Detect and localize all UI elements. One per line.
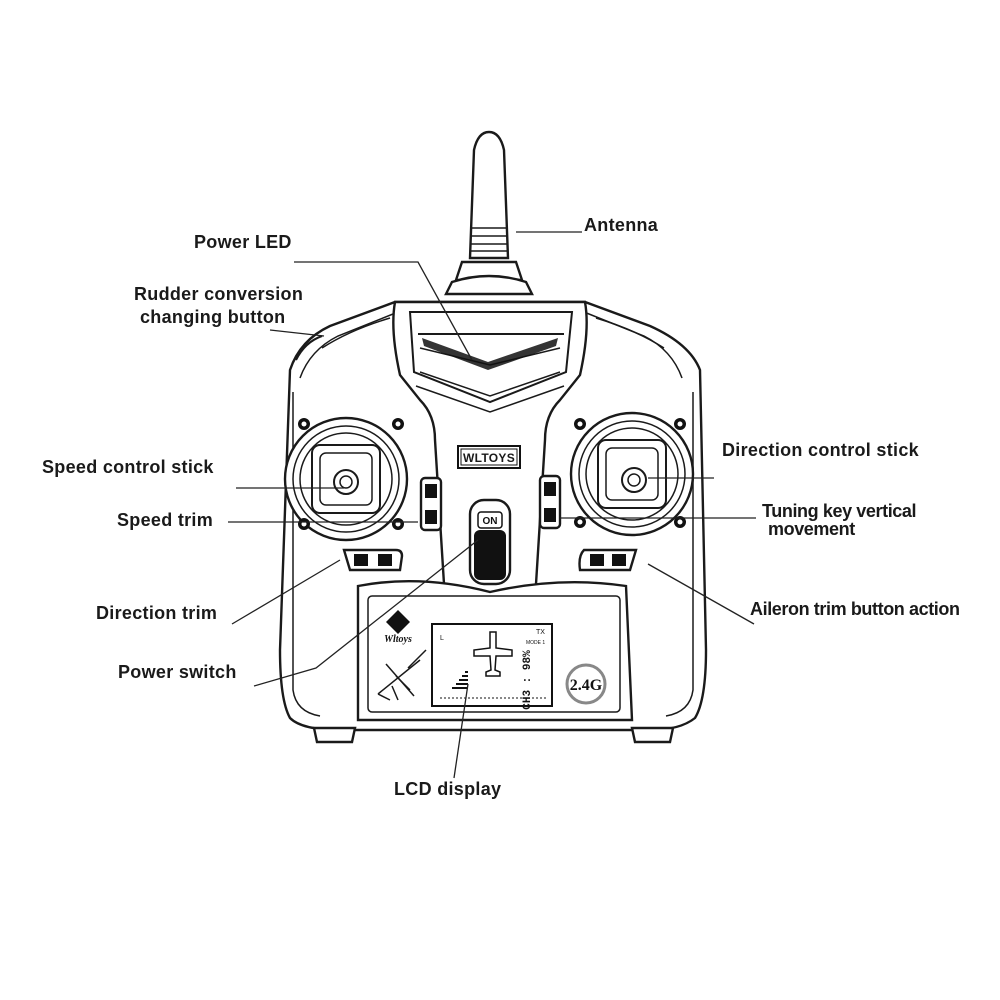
lcd-channel-readout: CH3 : 98%	[522, 650, 534, 710]
wltoys-logo-text: Wltoys	[384, 634, 412, 645]
label-power-switch: Power switch	[118, 662, 237, 682]
lcd-display: TX MODE 1 L CH3 : 98%	[431, 623, 553, 710]
label-tuning-line1: Tuning key vertical	[762, 501, 916, 521]
frequency-badge: 2.4G	[565, 663, 607, 705]
left-gimbal	[283, 416, 409, 542]
label-power-led: Power LED	[194, 232, 292, 252]
speed-trim[interactable]	[419, 476, 443, 532]
power-switch-label: ON	[483, 516, 498, 527]
lcd-tx-label: TX	[536, 629, 545, 636]
label-speed-control-stick: Speed control stick	[42, 457, 214, 477]
leader-lines	[228, 231, 756, 779]
antenna	[444, 130, 534, 296]
aileron-trim-button[interactable]	[578, 548, 638, 572]
label-rudder-line1: Rudder conversion	[134, 284, 303, 304]
wltoys-logo: Wltoys	[384, 610, 412, 645]
label-tuning-line2: movement	[768, 519, 855, 539]
label-direction-control-stick: Direction control stick	[722, 440, 920, 460]
labels: Antenna Power LED Rudder conversion chan…	[42, 215, 960, 799]
brand-badge: WLTOYS	[457, 445, 521, 469]
speed-control-stick[interactable]	[333, 469, 359, 495]
frequency-badge-text: 2.4G	[570, 677, 603, 694]
label-direction-trim: Direction trim	[96, 603, 217, 623]
power-led	[422, 338, 558, 370]
label-lcd-display: LCD display	[394, 779, 501, 799]
lcd-side-letter: L	[440, 635, 444, 642]
tuning-key-vertical[interactable]	[538, 474, 562, 530]
label-antenna: Antenna	[584, 215, 659, 235]
lcd-mode-label: MODE 1	[526, 640, 545, 646]
direction-control-stick[interactable]	[621, 467, 647, 493]
lcd-plane-icon	[473, 631, 513, 677]
airplane-graphic	[377, 649, 427, 701]
label-aileron-trim: Aileron trim button action	[750, 599, 960, 619]
label-rudder-line2: changing button	[140, 307, 285, 327]
brand-badge-text: WLTOYS	[463, 451, 515, 465]
power-switch[interactable]: ON	[468, 498, 512, 586]
direction-trim[interactable]	[342, 548, 404, 572]
label-speed-trim: Speed trim	[117, 510, 213, 530]
lcd-bar-graph	[452, 671, 468, 689]
rudder-conversion-button[interactable]	[295, 335, 323, 361]
